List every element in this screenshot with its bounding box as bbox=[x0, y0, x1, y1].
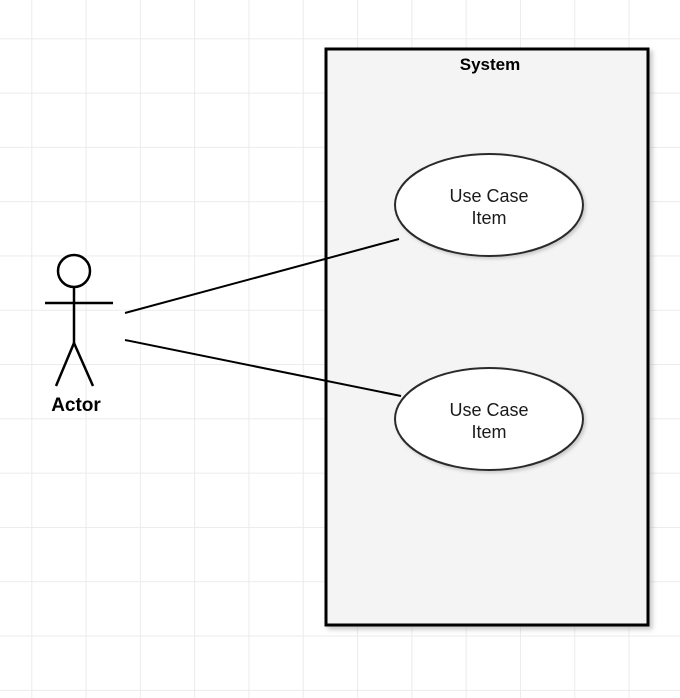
actor[interactable]: Actor bbox=[45, 253, 113, 416]
use-case-2-label-line2: Item bbox=[471, 422, 506, 442]
association-actor-usecase-2[interactable] bbox=[124, 339, 402, 397]
association-actor-usecase-1[interactable] bbox=[124, 238, 400, 314]
actor-head-icon bbox=[56, 253, 92, 289]
system-label: System bbox=[460, 55, 520, 74]
use-case-2[interactable]: Use Case Item bbox=[394, 367, 584, 471]
use-case-1-label-line2: Item bbox=[471, 208, 506, 228]
association-lines bbox=[124, 238, 402, 397]
use-case-1-label-line1: Use Case bbox=[449, 186, 528, 206]
actor-leg-left-line bbox=[54, 342, 76, 387]
actor-label: Actor bbox=[51, 395, 101, 416]
use-case-1[interactable]: Use Case Item bbox=[394, 153, 584, 257]
system-boundary-rect[interactable] bbox=[324, 47, 650, 627]
actor-leg-right-line bbox=[72, 342, 95, 387]
use-case-2-ellipse[interactable] bbox=[394, 367, 584, 471]
use-case-1-ellipse[interactable] bbox=[394, 153, 584, 257]
use-case-2-label-line1: Use Case bbox=[449, 400, 528, 420]
system-boundary[interactable]: System bbox=[324, 47, 650, 627]
